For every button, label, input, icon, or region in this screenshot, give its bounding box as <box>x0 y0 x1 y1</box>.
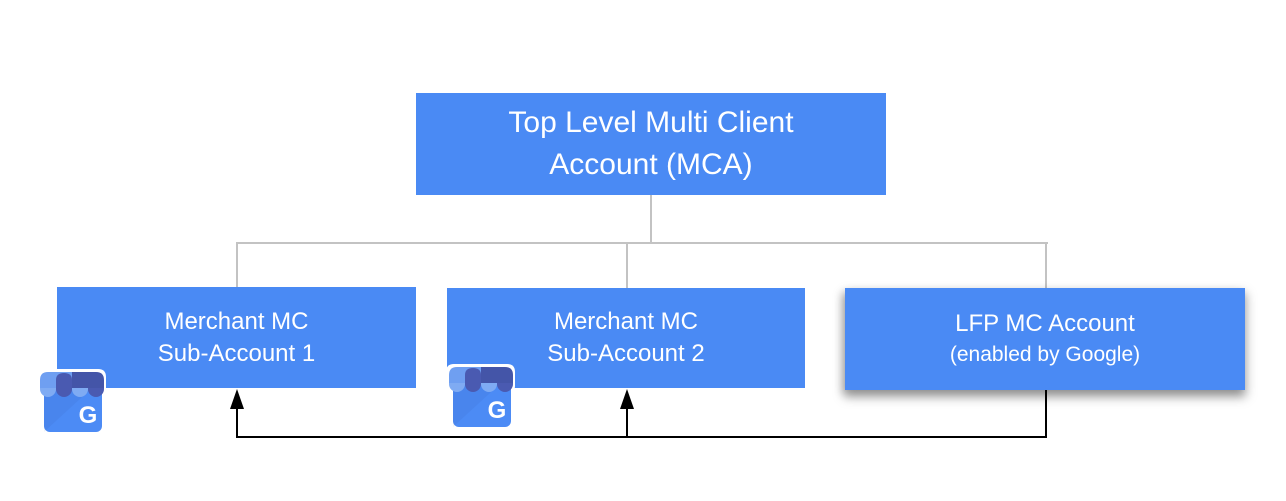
google-business-profile-icon: G <box>445 363 517 427</box>
node-label-line: Account (MCA) <box>549 148 753 181</box>
node-merchant-sub-account-1: Merchant MC Sub-Account 1 <box>57 287 416 388</box>
flow-line-up-sub1 <box>236 404 238 438</box>
awning-scallop <box>497 383 513 392</box>
node-lfp-mc-account: LFP MC Account (enabled by Google) <box>845 288 1245 390</box>
gmb-g-letter: G <box>79 402 98 429</box>
storefront-body <box>453 383 511 427</box>
awning-scallop <box>88 388 104 397</box>
node-label-line: Merchant MC <box>164 307 309 335</box>
gmb-g-letter: G <box>488 397 507 424</box>
flow-line-lfp-down <box>1045 390 1047 438</box>
awning-band-dark <box>481 367 513 383</box>
storefront-shade <box>453 383 501 427</box>
awning-scallop <box>481 383 497 392</box>
awning-scallop <box>465 383 481 392</box>
flow-line-up-sub2 <box>626 404 628 438</box>
awning-band-dark <box>72 372 104 388</box>
tree-connector-horizontal <box>236 242 1048 244</box>
storefront-body <box>44 388 102 432</box>
awning-flap-bump <box>56 373 72 388</box>
awning-scallop <box>449 383 465 392</box>
awning-scallop <box>56 388 72 397</box>
tree-connector-drop-sub1 <box>236 242 238 288</box>
node-label-line: Merchant MC <box>553 308 699 335</box>
awning-scallop <box>40 388 56 397</box>
flow-line-horizontal <box>236 436 1047 438</box>
tree-connector-drop-sub2 <box>626 242 628 289</box>
node-label-line: Top Level Multi Client <box>508 106 794 139</box>
google-business-profile-icon: G <box>36 368 108 432</box>
awning-scallop <box>72 388 88 397</box>
node-label-line: (enabled by Google) <box>949 343 1141 366</box>
tree-connector-drop-lfp <box>1045 242 1047 289</box>
node-top-level-mca: Top Level Multi Client Account (MCA) <box>416 93 886 195</box>
arrowhead-up-sub1-icon <box>230 389 244 409</box>
node-label-line: LFP MC Account <box>955 310 1135 337</box>
arrowhead-up-sub2-icon <box>620 389 634 409</box>
node-label-line: Sub-Account 1 <box>157 339 316 367</box>
storefront-shade <box>44 388 92 432</box>
tree-connector-root-stub <box>650 195 652 243</box>
node-label-line: Sub-Account 2 <box>547 340 705 367</box>
awning-flap-bump <box>465 368 481 383</box>
